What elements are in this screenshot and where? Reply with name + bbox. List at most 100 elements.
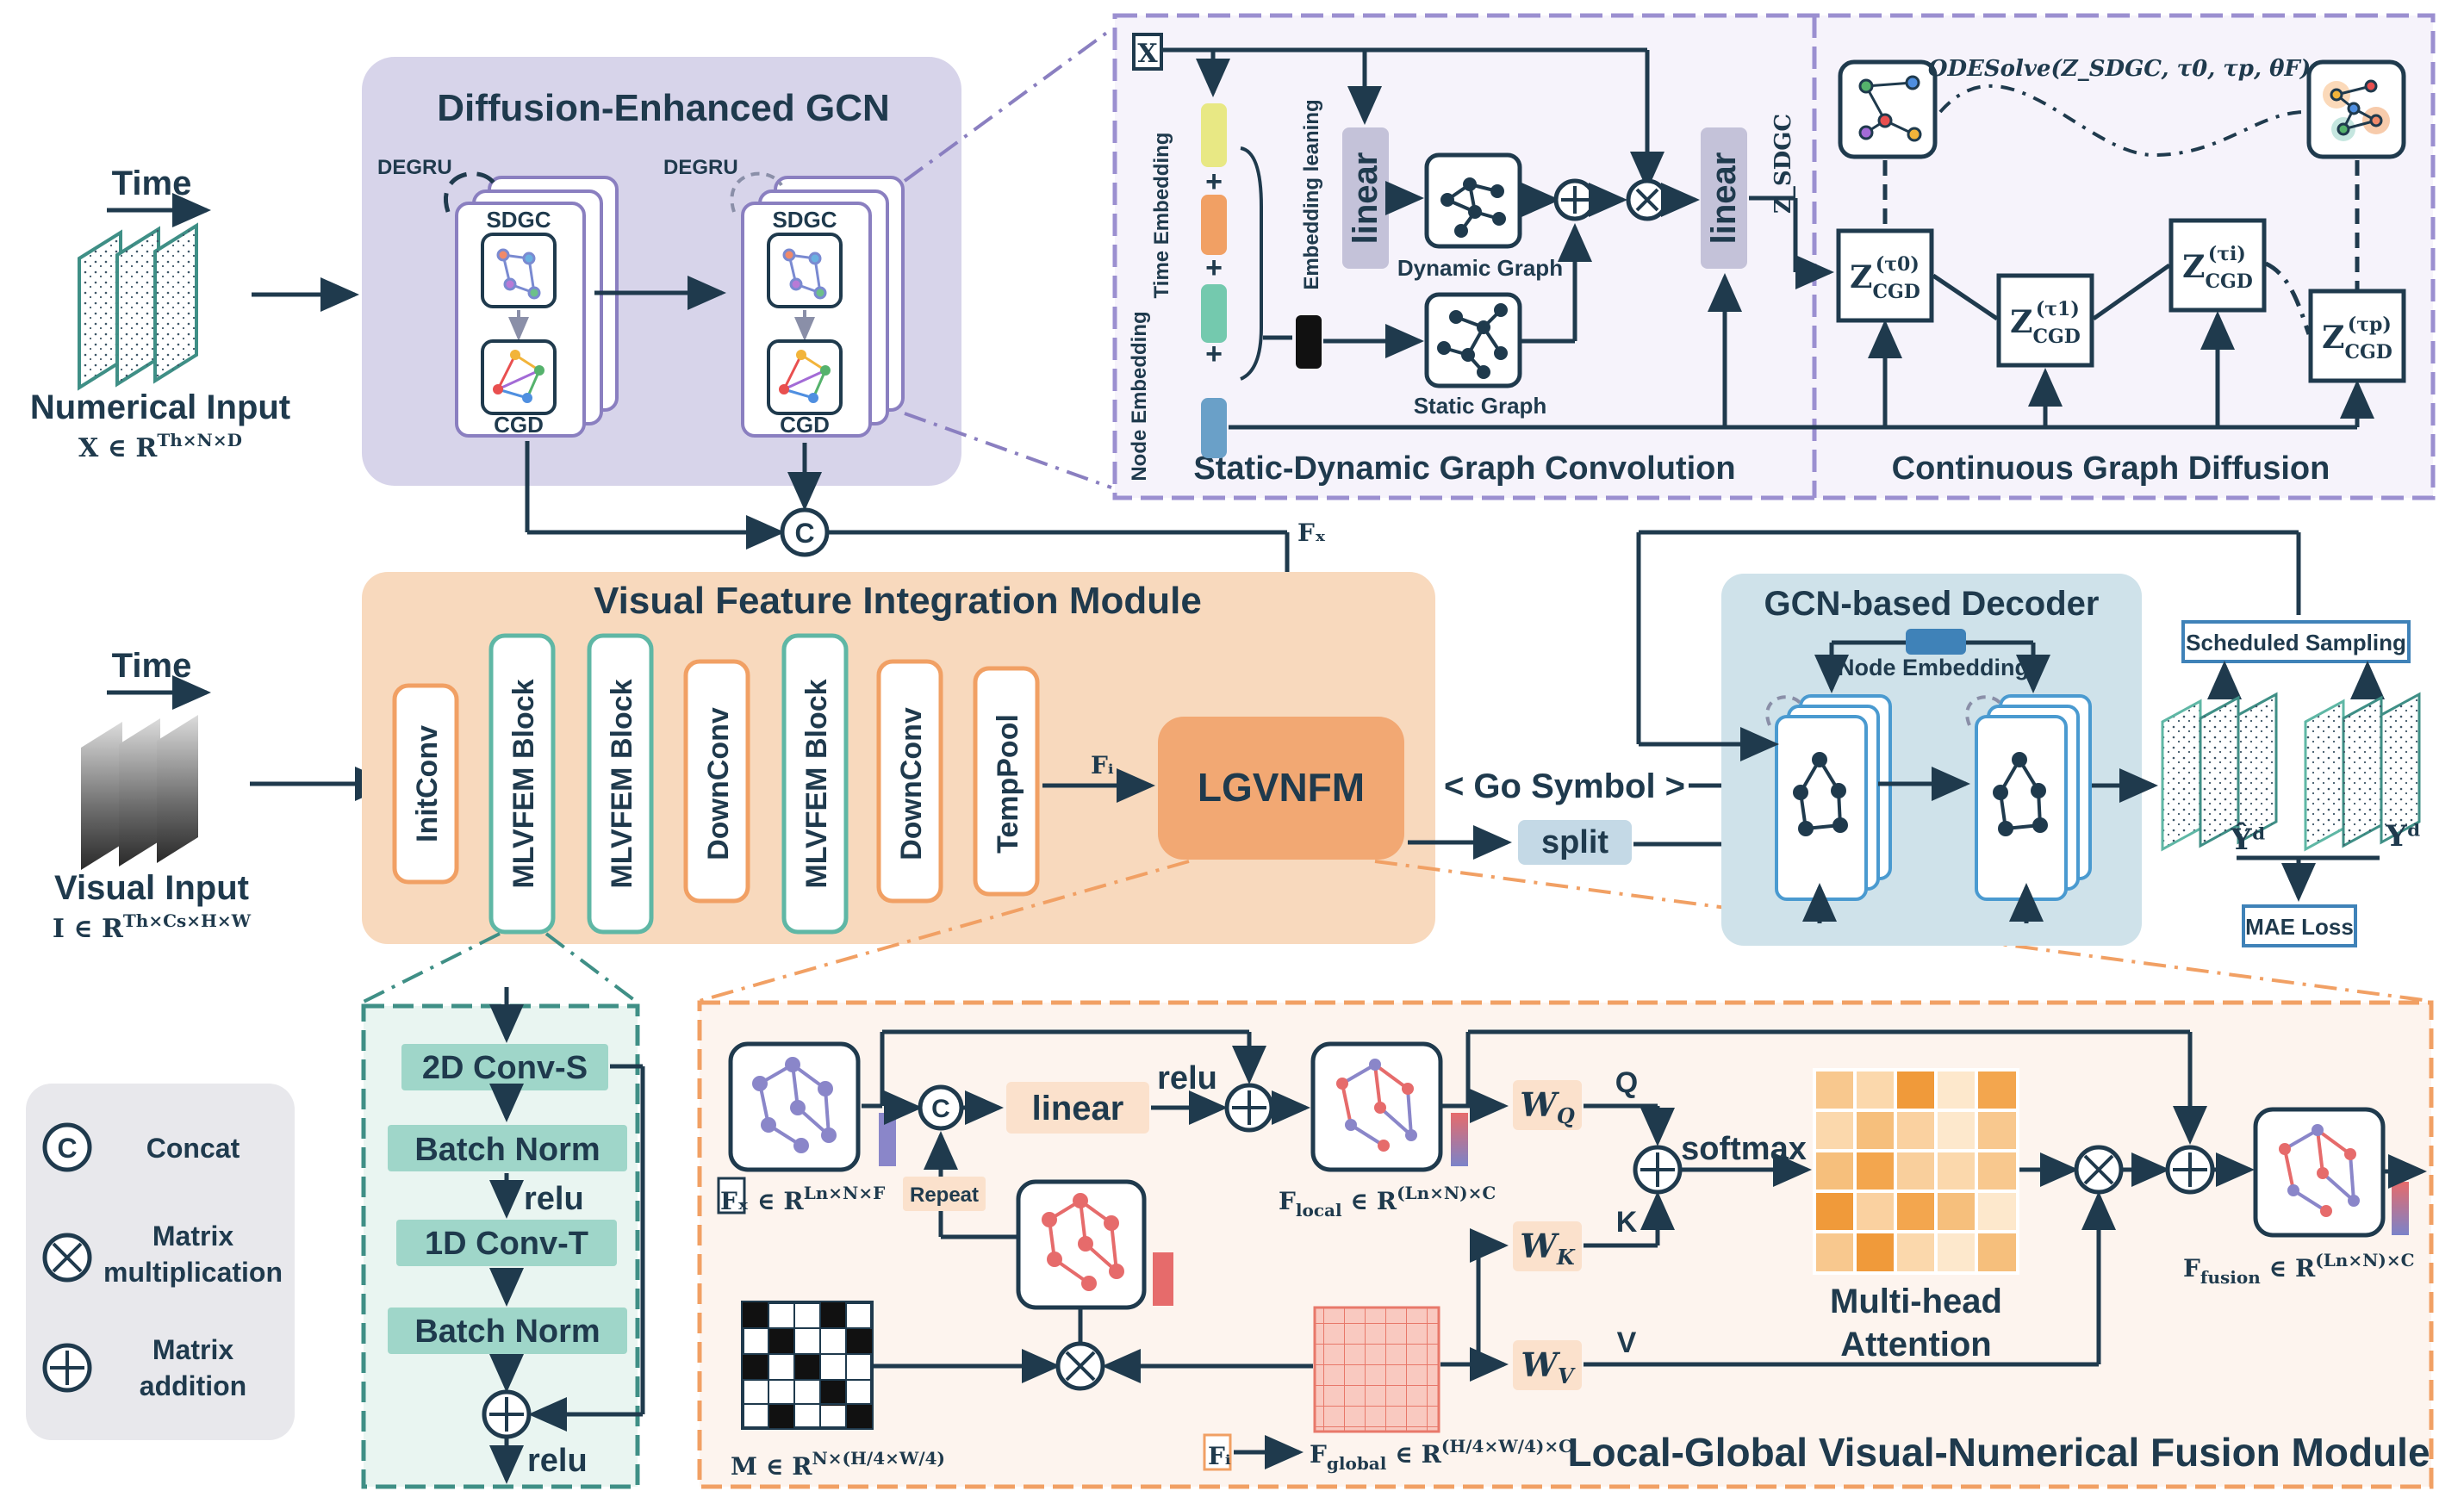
scheduled-sampling-label: Scheduled Sampling — [2186, 630, 2406, 655]
x-input-label: X — [1137, 39, 1158, 69]
legend-add-label-1: Matrix — [152, 1334, 233, 1365]
conv2d-s-box — [401, 1044, 608, 1090]
fusion-concat-symbol: C — [931, 1095, 950, 1123]
legend-add-label-2: addition — [140, 1370, 246, 1401]
wv-box — [1513, 1340, 1582, 1390]
mask-matrix — [741, 1301, 874, 1430]
numerical-input: Time Numerical Input X ∈ RTh×N×D — [30, 165, 359, 463]
legend-multiply-label-1: Matrix — [152, 1221, 233, 1252]
q-label: Q — [1615, 1066, 1638, 1099]
mae-loss-box — [2242, 904, 2357, 947]
numerical-input-formula: X ∈ RTh×N×D — [78, 430, 242, 463]
embed-bar-yellow — [1201, 103, 1227, 167]
vfim-block-downconv-2: DownConv — [895, 707, 928, 860]
degru-label-2: DEGRU — [663, 156, 738, 179]
decoder-node-embedding-bar — [1906, 629, 1966, 655]
degru-cell-1: DEGRU SDGC CGD — [377, 156, 619, 438]
mlvfem-relu-2: relu — [527, 1443, 588, 1479]
embed-bar-orange — [1201, 195, 1227, 255]
vfim-title: Visual Feature Integration Module — [594, 580, 1202, 622]
x-input-box — [1132, 33, 1163, 71]
vfim-block-mlvfem-1: MLVFEM Block — [507, 679, 540, 888]
degru-label: DEGRU — [377, 156, 452, 179]
ode-solve-label: ODESolve(Z_SDGC, τ0, τp, θF) — [1928, 56, 2311, 82]
y-label: Yᵈ — [2385, 819, 2421, 854]
mlvfem-detail-panel: 2D Conv-S Batch Norm relu 1D Conv-T Batc… — [361, 987, 645, 1489]
static-graph-icon — [1437, 303, 1508, 379]
wq-box — [1513, 1080, 1582, 1130]
cgd-graph-icon-2 — [779, 350, 831, 403]
time-label: Time — [112, 165, 192, 202]
legend-concat-label: Concat — [146, 1133, 240, 1164]
vfim-blocks: InitConv MLVFEM Block MLVFEM Block DownC… — [392, 633, 1040, 935]
legend-multiply-label-2: multiplication — [103, 1257, 283, 1288]
degru-cell-2: DEGRU SDGC CGD — [663, 156, 905, 438]
y-hat-label: Ŷᵈ — [2230, 822, 2266, 857]
fusion-relu-label: relu — [1157, 1060, 1217, 1096]
attention-heatmap — [1813, 1068, 2019, 1275]
decoder-graph-icon-2 — [1993, 752, 2048, 836]
time-label-2: Time — [112, 647, 192, 685]
decoder-node-embedding: Node Embedding — [1838, 655, 2029, 680]
mlvfem-batch-norm-2: Batch Norm — [414, 1314, 600, 1350]
split-button — [1518, 820, 1632, 865]
decoder-title: GCN-based Decoder — [1764, 585, 2100, 623]
split-label: split — [1541, 824, 1608, 860]
dynamic-graph-label: Dynamic Graph — [1397, 255, 1563, 281]
mlvfem-relu-1: relu — [524, 1181, 584, 1217]
node-embedding-label: Node Embedding — [1128, 311, 1151, 481]
concat-symbol: C — [794, 518, 814, 549]
sdgc-label-2: SDGC — [772, 207, 837, 233]
fi-label: Fᵢ — [1091, 751, 1114, 780]
f-fusion-graph-icon — [2279, 1124, 2360, 1217]
degcn-panel: Diffusion-Enhanced GCN DEGRU SDGC — [362, 57, 961, 486]
repeat-box — [903, 1177, 986, 1211]
visual-feature-bar — [1153, 1252, 1173, 1306]
f-local-graph-icon — [1336, 1059, 1417, 1152]
visual-input-formula: I ∈ RTh×Cs×H×W — [53, 910, 252, 944]
fx-graph-icon — [752, 1057, 837, 1153]
embed-bar-blue — [1201, 398, 1227, 458]
z-cgd-1-box — [1996, 273, 2094, 368]
sdgc-label: SDGC — [486, 207, 551, 233]
static-graph-label: Static Graph — [1414, 393, 1547, 419]
linear-box-1 — [1342, 127, 1389, 269]
vfim-block-temppool: TempPool — [992, 714, 1024, 854]
visual-graph-icon — [1042, 1193, 1124, 1291]
linear-box-2 — [1701, 127, 1747, 269]
fusion-linear-box — [1006, 1082, 1149, 1134]
wk-box — [1513, 1221, 1582, 1271]
ground-truth-frames-icon — [2304, 692, 2421, 852]
visual-input-title: Visual Input — [54, 869, 249, 907]
scheduled-sampling-box — [2181, 620, 2411, 663]
fusion-linear-label: linear — [1032, 1090, 1124, 1127]
time-embedding-label: Time Embedding — [1150, 133, 1173, 299]
z-cgd-0-box — [1836, 228, 1934, 323]
mlvfem-conv1d-t: 1D Conv-T — [425, 1226, 588, 1262]
fusion-title: Local-Global Visual-Numerical Fusion Mod… — [1567, 1430, 2430, 1475]
repeat-label: Repeat — [910, 1183, 979, 1207]
f-fusion-feature-bar — [2392, 1182, 2409, 1235]
degcn-title: Diffusion-Enhanced GCN — [437, 87, 890, 129]
mha-label-1: Multi-head — [1830, 1283, 2002, 1320]
mae-loss-label: MAE Loss — [2245, 914, 2354, 940]
mha-label-2: Attention — [1840, 1326, 1992, 1363]
cgd-end-graph-icon — [2323, 79, 2390, 141]
concat-legend-icon — [42, 1122, 92, 1172]
vfim-block-mlvfem-2: MLVFEM Block — [606, 679, 638, 888]
z-cgd-p-box — [2308, 289, 2406, 383]
go-symbol-label: < Go Symbol > — [1444, 767, 1685, 805]
cgd-label: CGD — [494, 412, 544, 438]
conv1d-t-box — [396, 1220, 617, 1266]
embed-bar-teal — [1201, 284, 1227, 343]
fx-label: Fₓ — [1297, 519, 1326, 547]
f-global-grid — [1313, 1306, 1440, 1433]
lgvnfm-block — [1158, 717, 1404, 860]
plus-icon-3: + — [1205, 338, 1223, 370]
softmax-label: softmax — [1681, 1131, 1807, 1167]
mlvfem-conv2d-s: 2D Conv-S — [422, 1050, 588, 1086]
satellite-frames-icon — [81, 715, 198, 870]
fusion-fi-label: Fᵢ — [1208, 1442, 1231, 1470]
sdgc-panel-title: Static-Dynamic Graph Convolution — [1193, 450, 1735, 487]
mlvfem-batch-norm-1: Batch Norm — [414, 1132, 600, 1168]
